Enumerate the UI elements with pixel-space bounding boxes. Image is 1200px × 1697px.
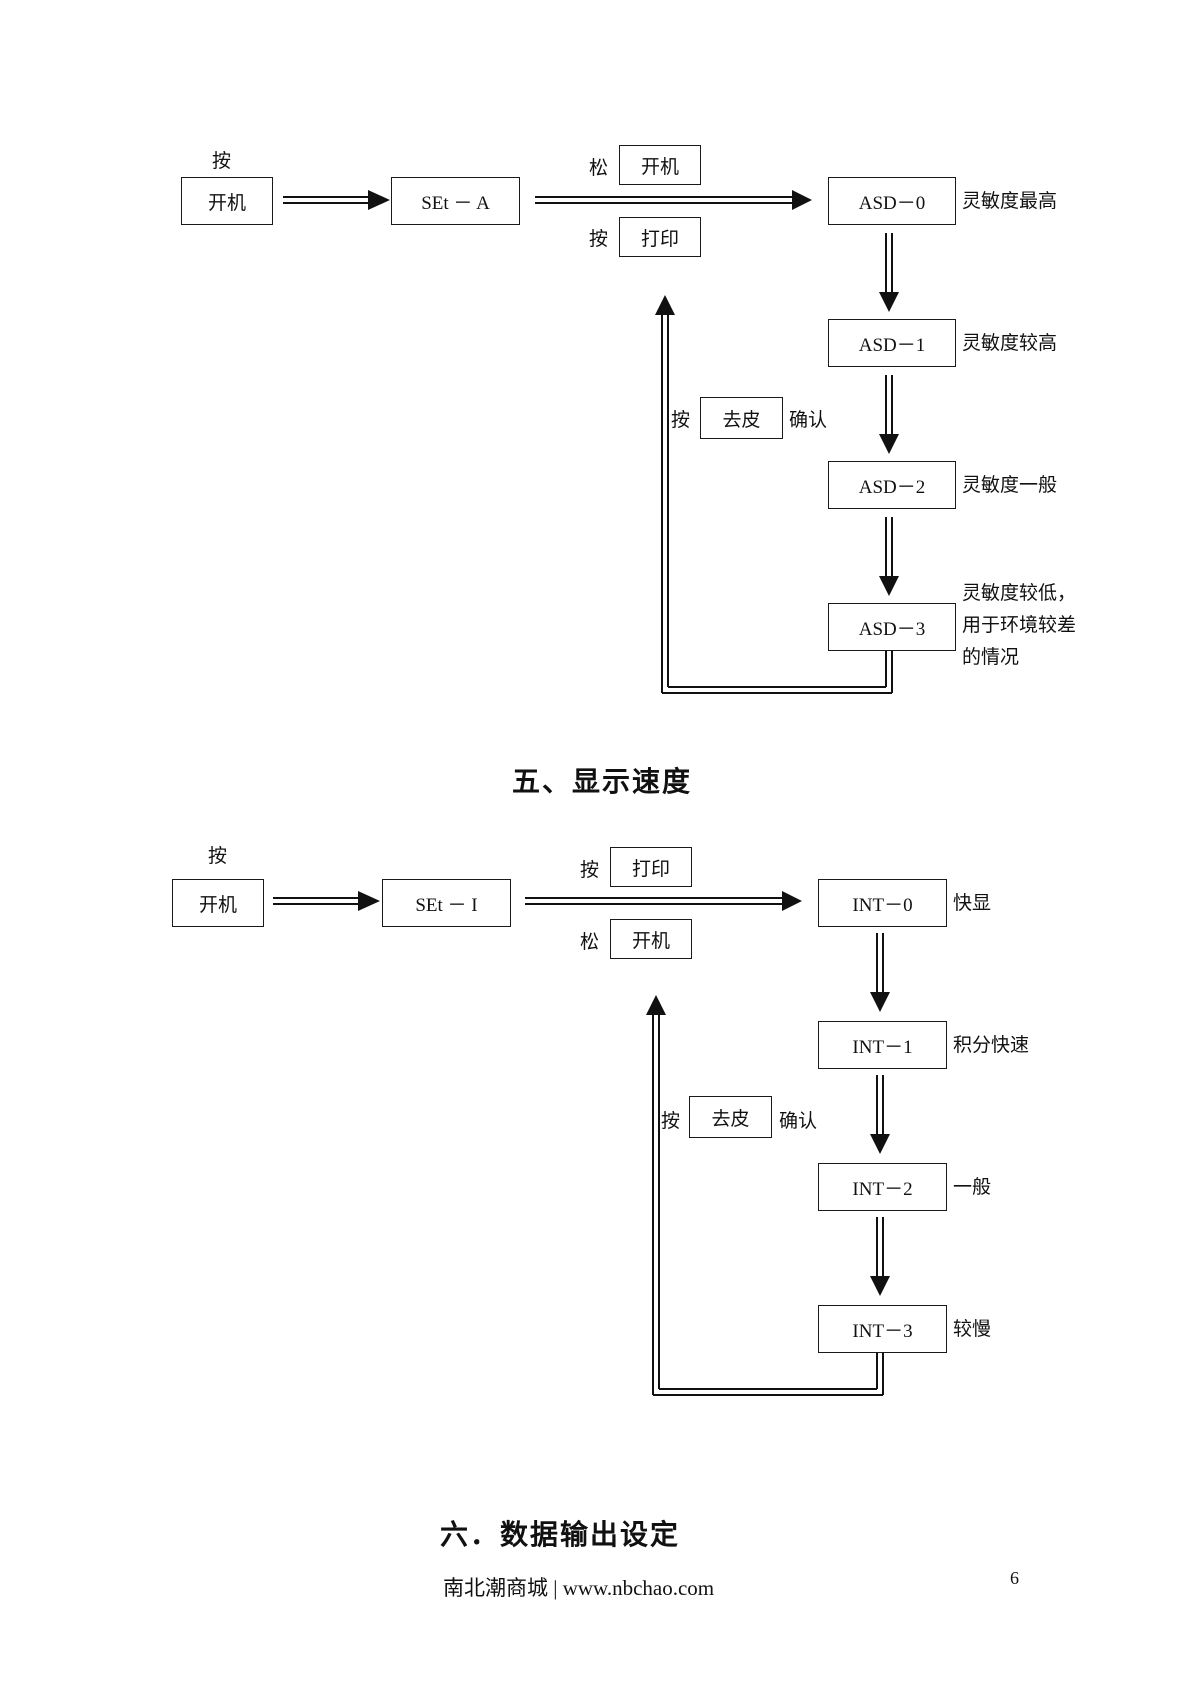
state-asd1-desc: 灵敏度较高 [962, 333, 1058, 354]
confirm-press-label: 按 [661, 1111, 681, 1132]
loop-back-asd [661, 315, 893, 694]
arrowhead [870, 1134, 890, 1154]
power-key-box: 开机 [172, 879, 264, 927]
print-key-box: 打印 [619, 217, 701, 257]
arrowhead [879, 434, 899, 454]
state-asd0: ASD－0 [828, 177, 956, 225]
release-key-box: 开机 [610, 919, 692, 959]
loop-back-int [652, 1015, 884, 1396]
tare-key-box: 去皮 [700, 397, 783, 439]
arrowhead [368, 190, 390, 210]
arrow-int0-to-int1 [876, 933, 884, 995]
press-label: 按 [208, 846, 228, 867]
set-i-node: SEt － I [382, 879, 511, 927]
section-6-title: 六．数据输出设定 [440, 1518, 681, 1551]
state-int2-desc: 一般 [953, 1177, 992, 1198]
set-a-node: SEt － A [391, 177, 520, 225]
arrowhead [879, 576, 899, 596]
arrow-int2-to-int3 [876, 1217, 884, 1279]
state-int0: INT－0 [818, 879, 947, 927]
arrowhead [879, 292, 899, 312]
arrowhead [358, 891, 380, 911]
state-int3: INT－3 [818, 1305, 947, 1353]
state-int1-desc: 积分快速 [953, 1035, 1030, 1056]
state-asd3-desc: 灵敏度较低，用于环境较差的情况 [962, 583, 1077, 668]
arrow-set-a-to-asd0 [535, 196, 795, 204]
arrow-set-i-to-int0 [525, 897, 785, 905]
arrowhead [655, 295, 675, 315]
state-asd2: ASD－2 [828, 461, 956, 509]
print-key-box: 打印 [610, 847, 692, 887]
press-label-2: 按 [580, 860, 600, 881]
state-int3-desc: 较慢 [953, 1319, 992, 1340]
arrowhead [792, 190, 812, 210]
arrowhead [870, 1276, 890, 1296]
footer-site: 南北潮商城 | www.nbchao.com [443, 1576, 715, 1600]
state-int2: INT－2 [818, 1163, 947, 1211]
release-label: 松 [589, 158, 609, 179]
release-label: 松 [580, 932, 600, 953]
arrow-asd0-to-asd1 [885, 233, 893, 295]
power-key-box: 开机 [181, 177, 273, 225]
arrow-power-to-set-i [273, 897, 358, 905]
arrow-int1-to-int2 [876, 1075, 884, 1137]
arrow-asd2-to-asd3 [885, 517, 893, 579]
state-int0-desc: 快显 [953, 893, 992, 914]
arrowhead [646, 995, 666, 1015]
state-asd0-desc: 灵敏度最高 [962, 191, 1058, 212]
confirm-after-label: 确认 [789, 410, 828, 431]
state-asd2-desc: 灵敏度一般 [962, 475, 1058, 496]
state-asd3: ASD－3 [828, 603, 956, 651]
arrowhead [870, 992, 890, 1012]
arrow-power-to-set-a [283, 196, 368, 204]
arrow-asd1-to-asd2 [885, 375, 893, 437]
state-int1: INT－1 [818, 1021, 947, 1069]
press-label: 按 [212, 151, 232, 172]
release-key-box: 开机 [619, 145, 701, 185]
confirm-press-label: 按 [671, 410, 691, 431]
section-5-title: 五、显示速度 [512, 765, 693, 798]
press-label-2: 按 [589, 229, 609, 250]
arrowhead [782, 891, 802, 911]
page-number: 6 [1010, 1568, 1019, 1588]
state-asd1: ASD－1 [828, 319, 956, 367]
tare-key-box: 去皮 [689, 1096, 772, 1138]
confirm-after-label: 确认 [779, 1111, 818, 1132]
